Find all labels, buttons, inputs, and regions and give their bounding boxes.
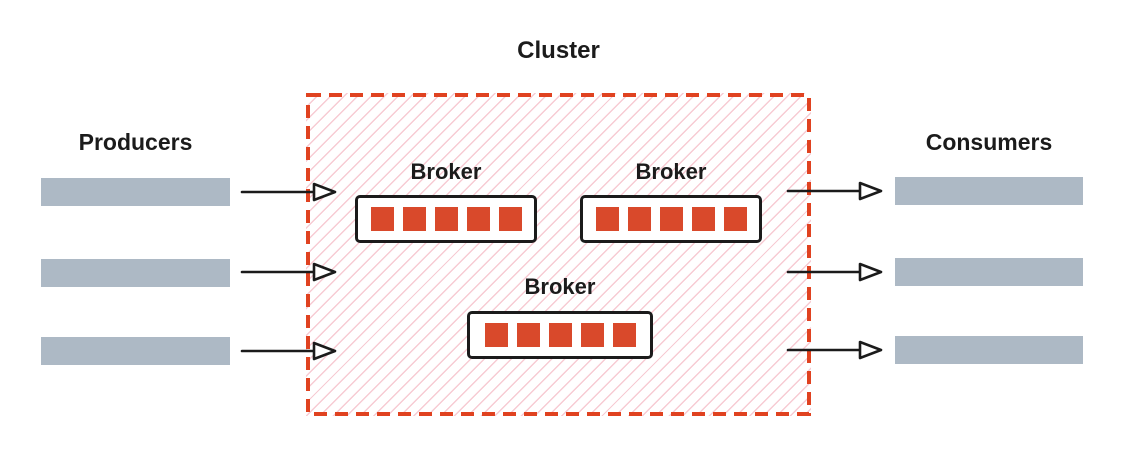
arrow-right-icon: [786, 178, 884, 204]
partition-square: [627, 207, 651, 231]
partition-square: [548, 323, 572, 347]
broker-label: Broker: [410, 159, 482, 184]
partition-square: [484, 323, 508, 347]
partition-square: [691, 207, 715, 231]
partition-square: [516, 323, 540, 347]
cluster-dashed-border: [306, 93, 811, 416]
broker-box: [580, 195, 762, 243]
partition-square: [612, 323, 636, 347]
arrow-right-icon: [240, 259, 338, 285]
consumers-label: Consumers: [925, 129, 1053, 155]
partition-square: [498, 207, 522, 231]
broker-box: [355, 195, 537, 243]
partition-square: [466, 207, 490, 231]
broker-box: [467, 311, 653, 359]
cluster-boundary: [306, 93, 811, 416]
partition-square: [402, 207, 426, 231]
partition-square: [580, 323, 604, 347]
producer-stream-bar: [41, 337, 230, 365]
arrow-right-icon: [786, 337, 884, 363]
partition-square: [370, 207, 394, 231]
partition-square: [595, 207, 619, 231]
consumer-stream-bar: [895, 336, 1083, 364]
arrow-right-icon: [240, 179, 338, 205]
producer-stream-bar: [41, 178, 230, 206]
partition-square: [659, 207, 683, 231]
producer-stream-bar: [41, 259, 230, 287]
partition-square: [434, 207, 458, 231]
broker-label: Broker: [635, 159, 707, 184]
producers-label: Producers: [78, 129, 193, 155]
arrow-right-icon: [240, 338, 338, 364]
arrow-right-icon: [786, 259, 884, 285]
consumer-stream-bar: [895, 258, 1083, 286]
cluster-title: Cluster: [517, 37, 600, 64]
consumer-stream-bar: [895, 177, 1083, 205]
broker-label: Broker: [524, 274, 596, 299]
partition-square: [723, 207, 747, 231]
